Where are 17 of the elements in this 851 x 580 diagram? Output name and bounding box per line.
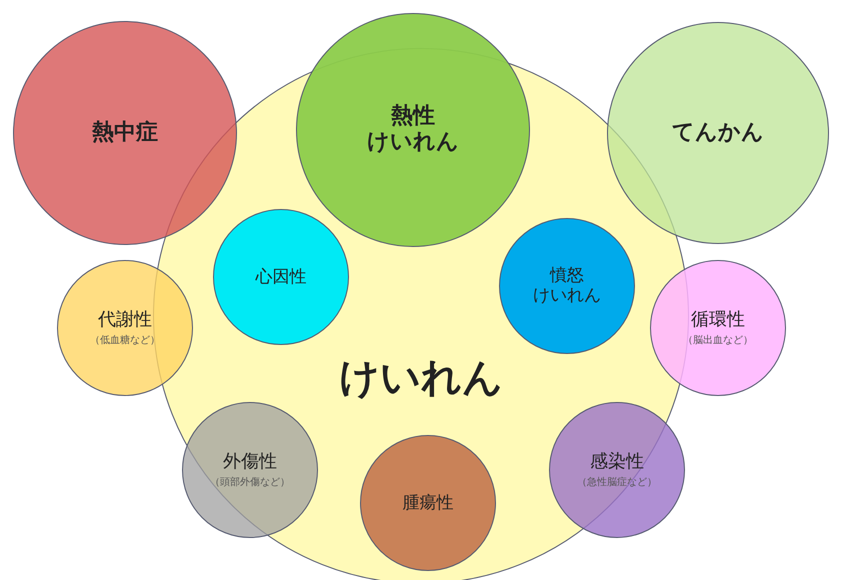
- circle-label: けいれん: [367, 130, 459, 156]
- circle-label: けいれん: [533, 286, 601, 306]
- circle-note: （急性脳症など）: [577, 476, 657, 489]
- circle-note: （低血糖など）: [90, 334, 160, 347]
- circle-label: 熱中症: [92, 120, 158, 146]
- circle-label: てんかん: [672, 120, 764, 146]
- circle-label: 感染性: [590, 451, 644, 473]
- circle-label: 代謝性: [98, 309, 152, 331]
- circle-label: 憤怒: [550, 266, 584, 286]
- circle-label: 循環性: [691, 309, 745, 331]
- circle-label: 熱性: [391, 104, 435, 130]
- circle-note: （頭部外傷など）: [210, 476, 290, 489]
- circle-note: （脳出血など）: [683, 334, 753, 347]
- circle-label: 腫瘍性: [402, 492, 454, 514]
- circle-label: 外傷性: [223, 451, 277, 473]
- circle-label: 心因性: [256, 266, 306, 288]
- circle-label: けいれん: [339, 354, 503, 402]
